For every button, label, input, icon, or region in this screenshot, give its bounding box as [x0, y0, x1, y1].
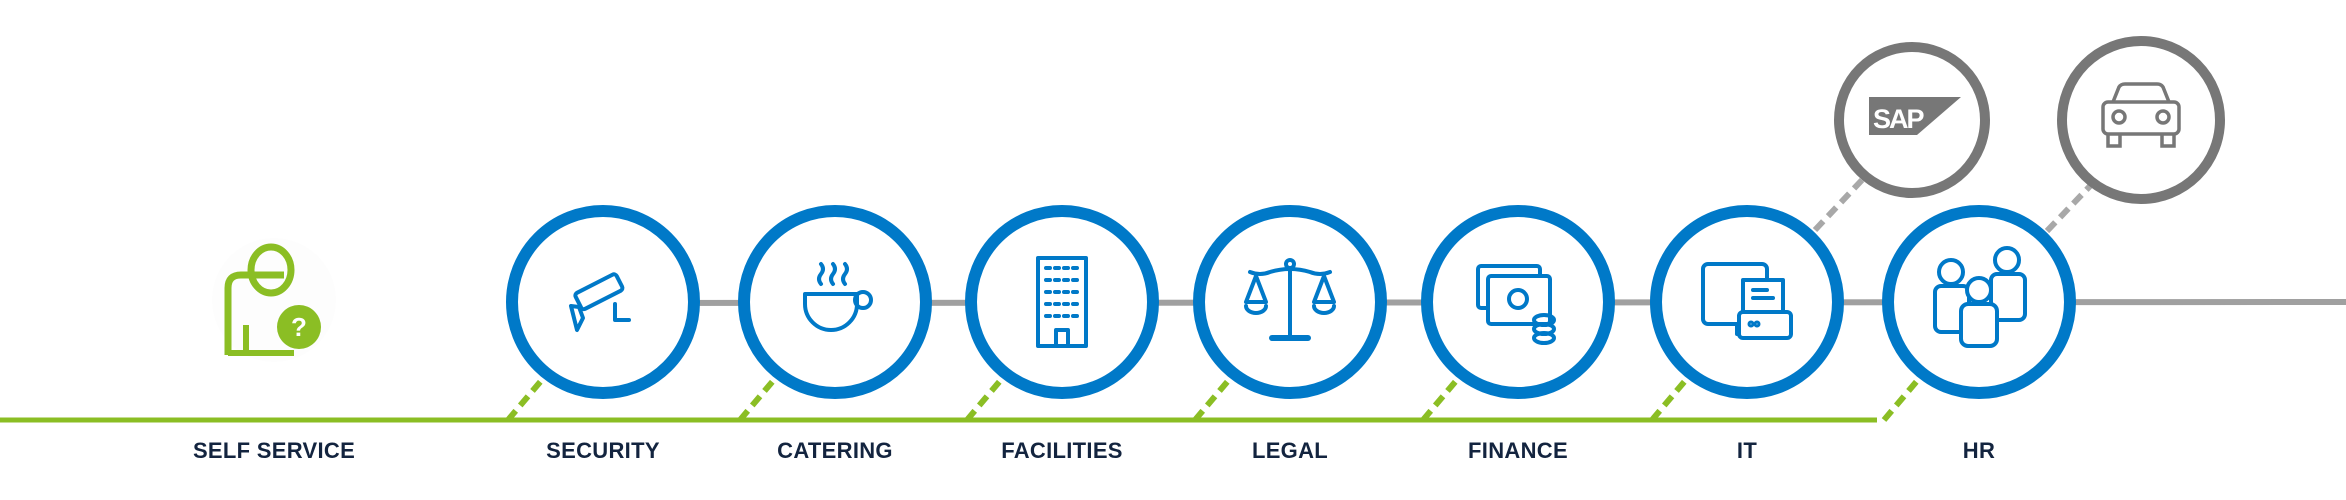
self-service-icon: ? [212, 238, 336, 362]
label-hr: HR [1962, 438, 1996, 463]
label-finance: FINANCE [1468, 438, 1568, 463]
station-facilities[interactable] [965, 205, 1159, 399]
station-finance[interactable] [1421, 205, 1615, 399]
people-icon [1933, 246, 2027, 348]
coffee-cup-icon [803, 262, 873, 332]
computer-printer-icon [1701, 262, 1793, 340]
dashed-link-it [1649, 373, 1693, 422]
security-camera-icon [569, 272, 631, 332]
sap-logo-text: SAP [1873, 104, 1925, 134]
dashed-link-sap [1812, 177, 1865, 233]
dashed-link-catering [737, 373, 781, 422]
money-icon [1476, 264, 1556, 345]
dashed-link-car [2044, 181, 2095, 234]
scales-icon [1244, 258, 1336, 341]
building-icon [1036, 256, 1088, 348]
label-legal: LEGAL [1251, 438, 1329, 463]
dashed-link-finance [1420, 373, 1464, 422]
station-hr[interactable] [1882, 205, 2076, 399]
car-icon [2101, 82, 2181, 148]
sap-circle[interactable]: SAP [1834, 42, 1990, 198]
label-catering: CATERING [777, 438, 893, 463]
station-it[interactable] [1650, 205, 1844, 399]
station-legal[interactable] [1193, 205, 1387, 399]
car-circle[interactable] [2057, 36, 2225, 204]
dashed-link-hr [1881, 373, 1925, 422]
label-it: IT [1736, 438, 1758, 463]
dashed-link-security [505, 373, 549, 422]
station-catering[interactable] [738, 205, 932, 399]
dashed-link-legal [1192, 373, 1236, 422]
label-self-service: SELF SERVICE [192, 438, 356, 463]
label-security: SECURITY [546, 438, 660, 463]
label-facilities: FACILITIES [1001, 438, 1123, 463]
station-security[interactable] [506, 205, 700, 399]
dashed-link-facilities [964, 373, 1008, 422]
svg-text:?: ? [291, 312, 307, 342]
